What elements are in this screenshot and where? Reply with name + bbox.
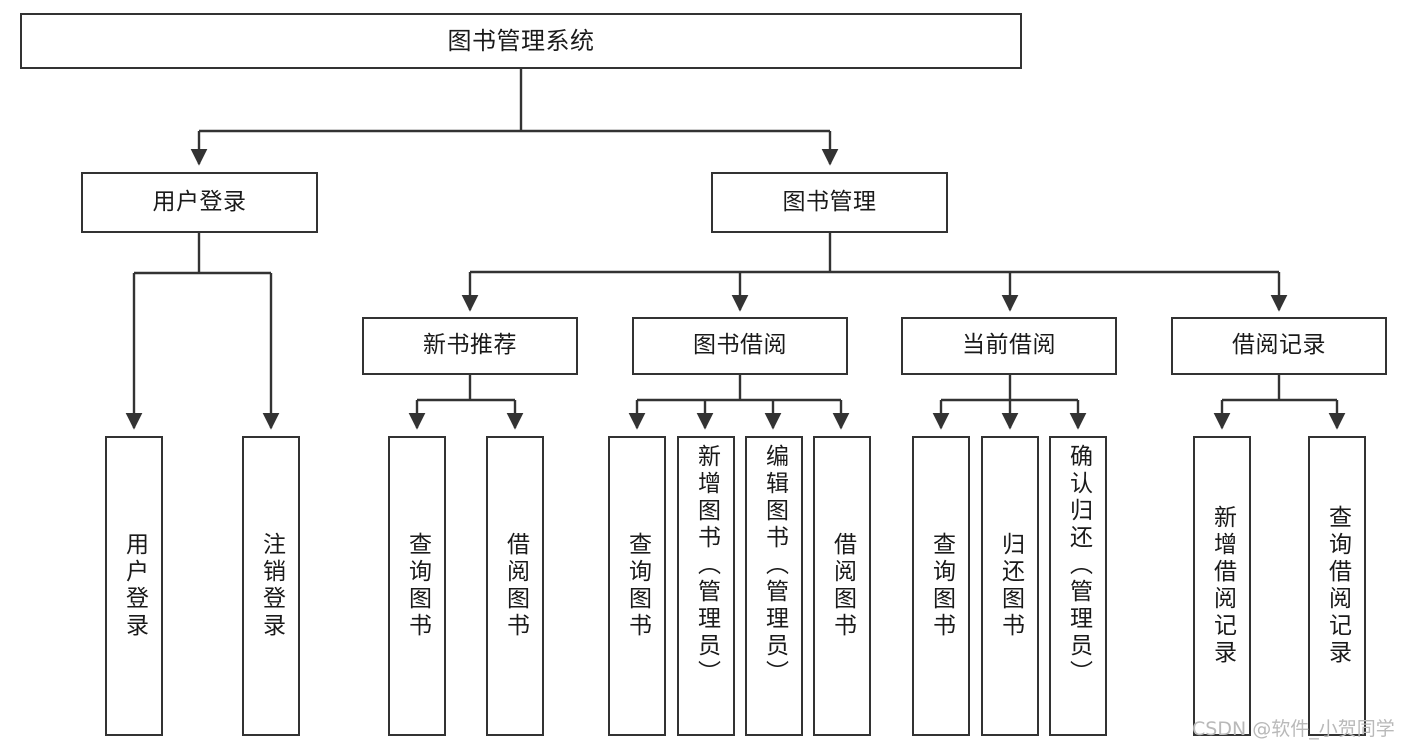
node-label: 借阅图书 <box>829 532 856 640</box>
leaf-user-login-login[interactable]: 用户登录 <box>105 436 163 736</box>
node-root-book-management-system[interactable]: 图书管理系统 <box>20 13 1022 69</box>
leaf-new-book-query-books[interactable]: 查询图书 <box>388 436 446 736</box>
node-label: 用户登录 <box>121 532 148 640</box>
leaf-borrow-query-books[interactable]: 查询图书 <box>608 436 666 736</box>
leaf-borrow-edit-book-admin[interactable]: 编辑图书（管理员） <box>745 436 803 736</box>
node-label: 借阅图书 <box>502 532 529 640</box>
csdn-watermark: CSDN @软件_小贺同学 <box>1192 718 1395 740</box>
node-label: 借阅记录 <box>1232 332 1326 359</box>
node-borrowing-record[interactable]: 借阅记录 <box>1171 317 1387 375</box>
node-label: 查询图书 <box>404 532 431 640</box>
leaf-current-confirm-return-admin[interactable]: 确认归还（管理员） <box>1049 436 1107 736</box>
node-label: 注销登录 <box>258 532 285 640</box>
node-book-borrowing[interactable]: 图书借阅 <box>632 317 848 375</box>
leaf-current-query-books[interactable]: 查询图书 <box>912 436 970 736</box>
node-new-book-recommendation[interactable]: 新书推荐 <box>362 317 578 375</box>
node-label: 图书管理系统 <box>447 26 595 55</box>
node-label: 确认归还（管理员） <box>1065 444 1092 687</box>
leaf-new-book-borrow-books[interactable]: 借阅图书 <box>486 436 544 736</box>
node-label: 新增图书（管理员） <box>693 444 720 687</box>
node-label: 归还图书 <box>997 532 1024 640</box>
node-label: 图书管理 <box>782 188 877 215</box>
node-label: 新增借阅记录 <box>1209 505 1236 667</box>
leaf-record-add-borrow-record[interactable]: 新增借阅记录 <box>1193 436 1251 736</box>
node-label: 查询图书 <box>928 532 955 640</box>
node-current-borrowing[interactable]: 当前借阅 <box>901 317 1117 375</box>
node-label: 用户登录 <box>152 188 247 215</box>
leaf-borrow-borrow-books[interactable]: 借阅图书 <box>813 436 871 736</box>
node-label: 查询借阅记录 <box>1324 505 1351 667</box>
node-label: 查询图书 <box>624 532 651 640</box>
node-user-login[interactable]: 用户登录 <box>81 172 318 233</box>
node-book-management[interactable]: 图书管理 <box>711 172 948 233</box>
node-label: 编辑图书（管理员） <box>761 444 788 687</box>
node-label: 图书借阅 <box>693 332 787 359</box>
leaf-record-query-borrow-record[interactable]: 查询借阅记录 <box>1308 436 1366 736</box>
leaf-current-return-books[interactable]: 归还图书 <box>981 436 1039 736</box>
leaf-user-login-logout[interactable]: 注销登录 <box>242 436 300 736</box>
node-label: 新书推荐 <box>423 332 517 359</box>
leaf-borrow-add-book-admin[interactable]: 新增图书（管理员） <box>677 436 735 736</box>
node-label: 当前借阅 <box>962 332 1056 359</box>
